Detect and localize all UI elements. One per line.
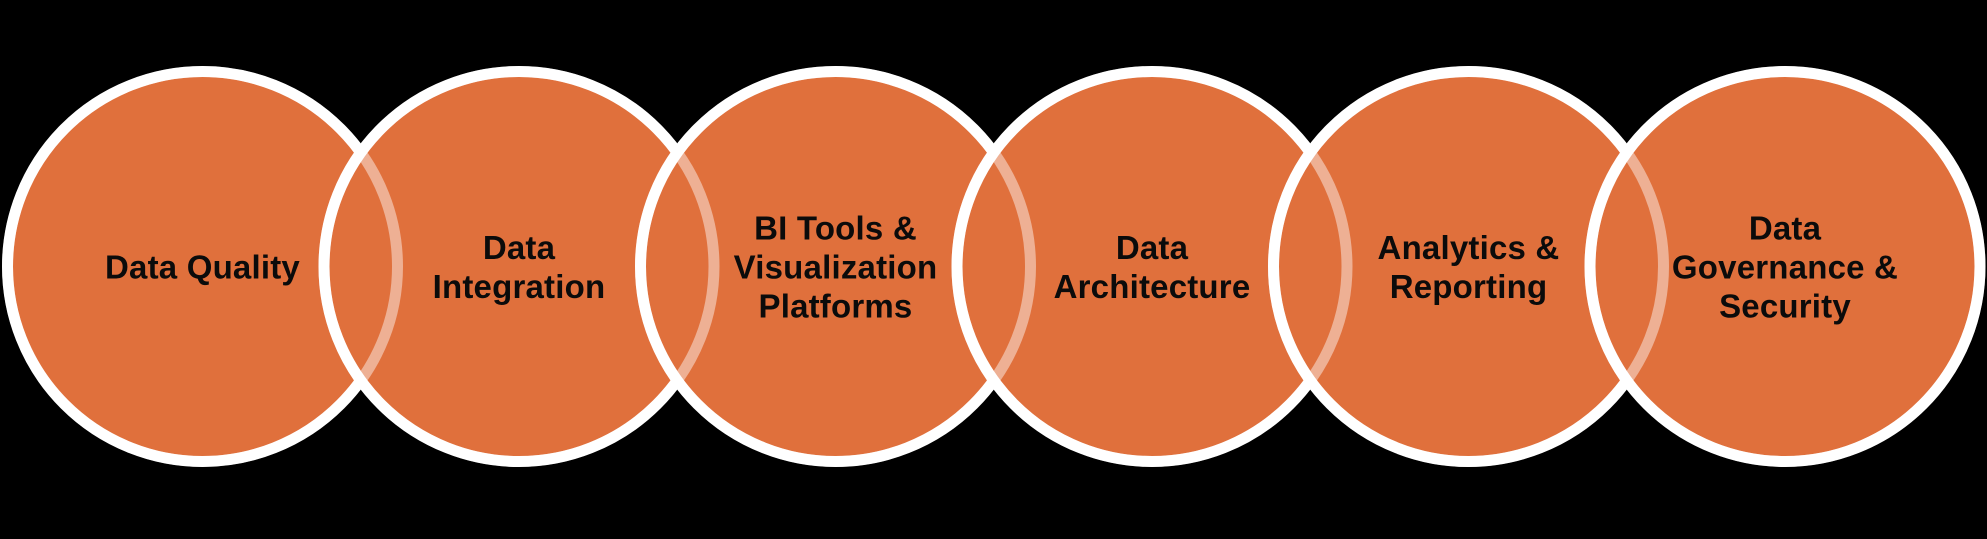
venn-circle-6: [1584, 66, 1986, 467]
circle-label-data-architecture: Data Architecture: [1053, 229, 1251, 305]
circle-label-bi-tools-visualization: BI Tools & Visualization Platforms: [733, 209, 938, 325]
venn-circle-3-overlap-tint: [635, 66, 1036, 467]
circle-label-data-governance-security: Data Governance & Security: [1671, 209, 1899, 325]
venn-circle-2-overlap-tint: [318, 66, 720, 467]
venn-circle-5-overlap-tint: [1268, 66, 1669, 467]
circle-label-data-integration: Data Integration: [432, 229, 606, 305]
circle-label-data-quality: Data Quality: [105, 248, 300, 286]
circle-label-analytics-reporting: Analytics & Reporting: [1377, 229, 1560, 305]
venn-circle-1-overlap-tint: [2, 66, 403, 467]
venn-circle-4-overlap-tint: [951, 66, 1353, 467]
venn-circle-6-overlap-tint: [1584, 66, 1986, 467]
